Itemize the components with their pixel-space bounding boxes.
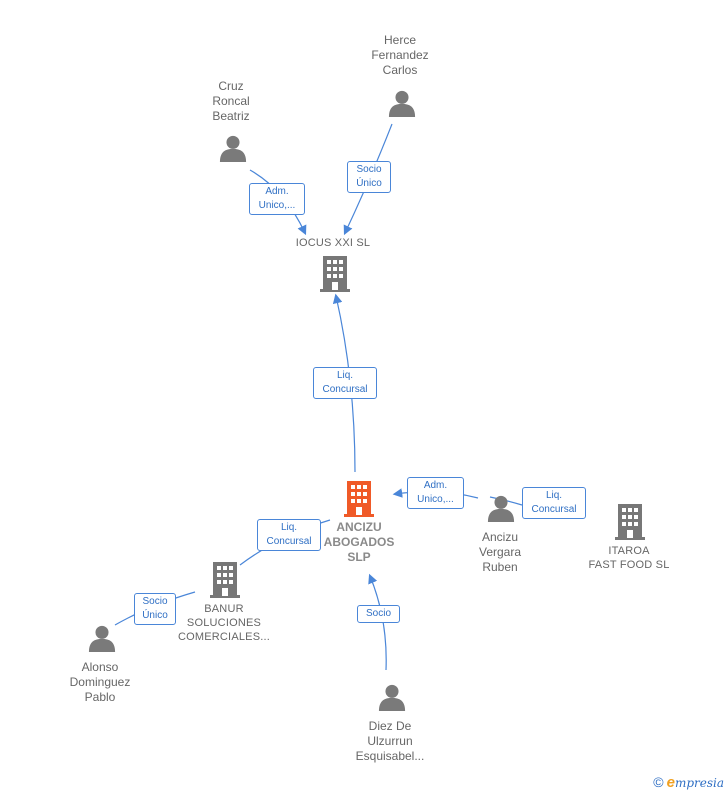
person-icon[interactable] bbox=[88, 625, 116, 652]
node-label-banur[interactable]: BANUR SOLUCIONES COMERCIALES... bbox=[177, 603, 271, 643]
building-icon[interactable] bbox=[344, 481, 374, 517]
person-icon[interactable] bbox=[487, 495, 515, 522]
edge-label-banur-ancizu: Liq. Concursal bbox=[257, 519, 321, 551]
brand-e: e bbox=[666, 774, 675, 791]
building-icon[interactable] bbox=[320, 256, 350, 292]
building-icon[interactable] bbox=[615, 504, 645, 540]
building-icon[interactable] bbox=[210, 562, 240, 598]
edge-label-vergara-ancizu: Adm. Unico,... bbox=[407, 477, 464, 509]
edge-label-alonso-banur: Socio Único bbox=[134, 593, 176, 625]
edge-label-herce-iocus: Socio Único bbox=[347, 161, 391, 193]
node-label-ancizu-abogados[interactable]: ANCIZU ABOGADOS SLP bbox=[323, 520, 395, 564]
edge-label-diez-ancizu: Socio bbox=[357, 605, 400, 623]
edge-label-cruz-iocus: Adm. Unico,... bbox=[249, 183, 305, 215]
copyright-icon: © bbox=[653, 774, 664, 790]
person-icon[interactable] bbox=[219, 135, 247, 162]
edge-label-ancizu-iocus: Liq. Concursal bbox=[313, 367, 377, 399]
node-label-iocus[interactable]: IOCUS XXI SL bbox=[295, 237, 371, 249]
person-icon[interactable] bbox=[388, 90, 416, 117]
node-label-herce[interactable]: Herce Fernandez Carlos bbox=[371, 33, 429, 77]
node-label-itaroa[interactable]: ITAROA FAST FOOD SL bbox=[588, 545, 670, 571]
edge-diez-ancizu bbox=[368, 573, 387, 671]
edge-label-vergara-itaroa: Liq. Concursal bbox=[522, 487, 586, 519]
person-icon[interactable] bbox=[378, 684, 406, 711]
node-label-ancizu-vergara[interactable]: Ancizu Vergara Ruben bbox=[478, 530, 522, 574]
node-label-alonso[interactable]: Alonso Dominguez Pablo bbox=[69, 660, 131, 704]
empresia-brand[interactable]: ©empresia bbox=[653, 774, 724, 791]
node-label-diez[interactable]: Diez De Ulzurrun Esquisabel... bbox=[355, 719, 425, 763]
node-label-cruz[interactable]: Cruz Roncal Beatriz bbox=[212, 79, 250, 123]
brand-name: mpresia bbox=[674, 776, 724, 790]
